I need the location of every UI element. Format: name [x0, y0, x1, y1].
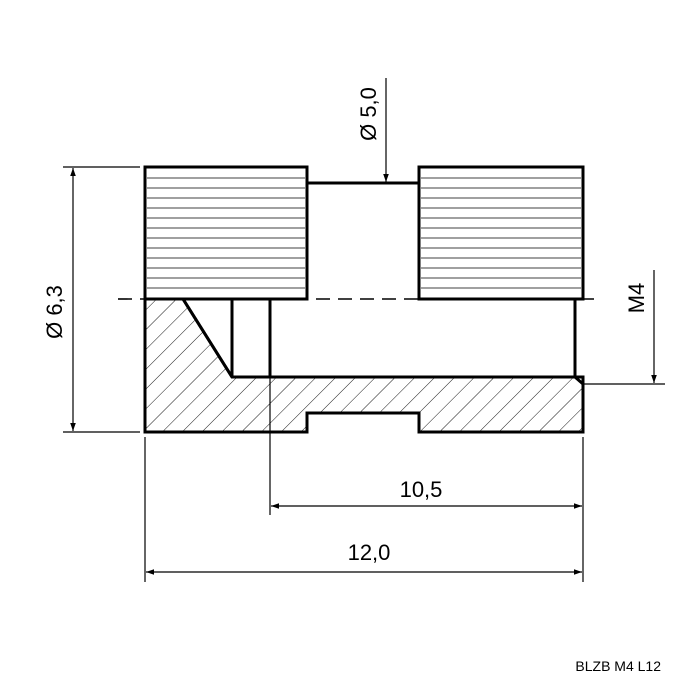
hatched-body: [143, 297, 585, 434]
part-code: BLZB M4 L12: [575, 658, 661, 674]
thread-length-label: 10,5: [400, 477, 443, 502]
overall-length-label: 12,0: [348, 540, 391, 565]
collar-diameter-label: Ø 5,0: [356, 87, 381, 141]
section-view: [143, 297, 585, 434]
thread-label: M4: [624, 283, 649, 314]
dimension-overall-length: 12,0: [144, 437, 584, 582]
knurled-section-left: [143, 165, 309, 301]
dimension-outer-diameter: Ø 6,3: [42, 166, 140, 433]
dimension-thread-length: 10,5: [269, 377, 582, 515]
outer-diameter-label: Ø 6,3: [42, 285, 67, 339]
knurled-section-right: [417, 165, 585, 301]
dimension-thread: M4: [583, 270, 665, 385]
dimension-collar-diameter: Ø 5,0: [356, 78, 389, 182]
